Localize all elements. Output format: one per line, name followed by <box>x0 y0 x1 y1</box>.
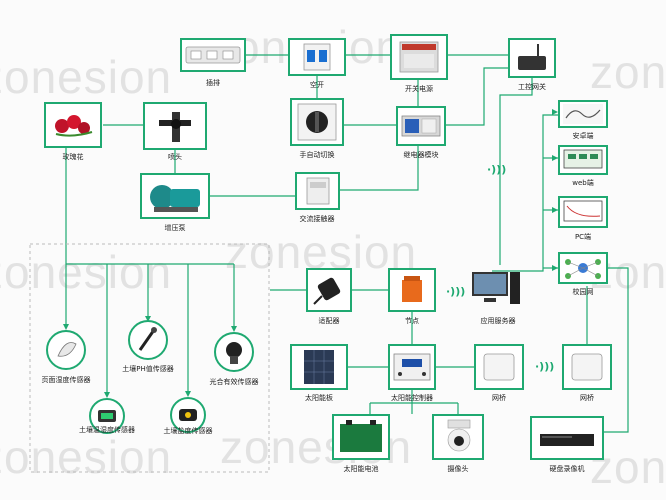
pc-label: PC端 <box>574 233 592 241</box>
relay-board-icon <box>401 115 441 137</box>
gateway-node <box>508 38 556 78</box>
watermark: zonesion <box>590 46 666 98</box>
solar-ctrl-node <box>388 344 436 390</box>
campus-label: 校园网 <box>572 288 594 296</box>
camera-label: 摄像头 <box>447 465 469 473</box>
watermark: zonesion <box>0 431 173 483</box>
android-label: 安卓端 <box>572 132 594 140</box>
soil-salt-sensor-icon <box>179 409 197 421</box>
battery-label: 太阳能电池 <box>343 465 379 473</box>
ph-probe-icon <box>138 327 157 351</box>
server-label: 应用服务器 <box>480 317 516 325</box>
battery-icon <box>340 420 382 452</box>
leaf-sensor-label: 页面湿度传感器 <box>41 376 91 384</box>
nvr-icon <box>540 434 594 446</box>
light-sensor-label: 光合有效传感器 <box>209 378 259 386</box>
pc-chart-icon <box>563 200 603 222</box>
soil-temp-sensor-icon <box>98 410 116 422</box>
sensor-node-icon <box>402 276 422 302</box>
solar-panel-node <box>290 344 348 390</box>
contactor-node <box>295 172 340 210</box>
breaker-node <box>288 38 346 76</box>
node-node <box>388 268 436 312</box>
monitor-icon <box>563 149 603 169</box>
rose-icon <box>55 115 93 137</box>
socket-node <box>180 38 246 72</box>
pump-node <box>140 173 210 219</box>
bridge2-node <box>562 344 612 390</box>
watermark: zonesion <box>0 51 173 103</box>
pump-icon <box>150 185 200 212</box>
selector-label: 手自动切换 <box>299 151 335 159</box>
ph-sensor-node <box>128 320 168 360</box>
socket-label: 插排 <box>206 79 220 87</box>
pump-label: 增压泵 <box>164 224 186 232</box>
watermark: zonesion <box>0 246 173 298</box>
solar-ctrl-label: 太阳能控制器 <box>391 394 433 402</box>
bridge1-label: 网桥 <box>492 394 506 402</box>
ph-sensor-label: 土壤PH值传感器 <box>122 365 174 373</box>
psu-label: 开关电源 <box>405 85 433 93</box>
soil-salt-sensor-label: 土壤盐度传感器 <box>163 427 213 435</box>
leaf-sensor-node <box>46 330 86 370</box>
wireless-bridge-icon <box>483 353 515 381</box>
web-node <box>558 145 608 175</box>
relay-node <box>396 106 446 146</box>
gateway-label: 工控网关 <box>518 83 546 91</box>
rotary-switch-icon <box>297 103 337 141</box>
server-node <box>470 268 524 310</box>
breaker-icon <box>303 43 331 71</box>
contactor-label: 交流接触器 <box>299 215 335 223</box>
router-icon <box>518 44 546 70</box>
leaf-sensor-icon <box>57 342 77 357</box>
bridge1-node <box>474 344 524 390</box>
adapter-node <box>306 268 352 312</box>
nvr-node <box>530 416 604 460</box>
android-app-icon <box>563 104 603 124</box>
socket-icon <box>185 46 241 64</box>
solar-panel-label: 太阳能板 <box>305 394 333 402</box>
dome-camera-icon <box>447 419 471 452</box>
sprinkler-label: 喷头 <box>168 153 182 161</box>
wifi-signal-icon: ·))) <box>487 163 507 176</box>
soil-temp-sensor-node <box>89 398 125 434</box>
network-topology-icon <box>565 259 601 279</box>
solar-panel-icon <box>304 350 334 384</box>
sprinkler-icon <box>159 112 191 142</box>
android-node <box>558 100 608 128</box>
light-sensor-icon <box>226 342 242 364</box>
campus-node <box>558 252 608 284</box>
wireless-bridge-icon <box>571 353 603 381</box>
psu-icon <box>399 41 439 73</box>
solar-controller-icon <box>393 353 431 381</box>
light-sensor-node <box>214 332 254 372</box>
breaker-label: 空开 <box>310 81 324 89</box>
power-adapter-icon <box>313 277 341 305</box>
web-label: web端 <box>572 179 594 187</box>
rose-node <box>44 102 102 148</box>
psu-node <box>390 34 448 80</box>
relay-label: 继电器模块 <box>403 151 439 159</box>
soil-temp-sensor-label: 土壤温湿度传感器 <box>79 426 135 434</box>
contactor-icon <box>306 177 330 205</box>
wifi-signal-icon: ·))) <box>535 360 555 373</box>
camera-node <box>432 414 484 460</box>
server-computer-icon <box>472 272 520 304</box>
adapter-label: 适配器 <box>318 317 340 325</box>
wifi-signal-icon: ·))) <box>446 285 466 298</box>
soil-salt-sensor-node <box>170 397 206 433</box>
bridge2-label: 网桥 <box>580 394 594 402</box>
node-label: 节点 <box>405 317 419 325</box>
pc-node <box>558 196 608 228</box>
nvr-label: 硬盘录像机 <box>549 465 585 473</box>
selector-node <box>290 98 344 146</box>
rose-label: 玫瑰花 <box>62 153 84 161</box>
battery-node <box>332 414 390 460</box>
sprinkler-node <box>143 102 207 150</box>
